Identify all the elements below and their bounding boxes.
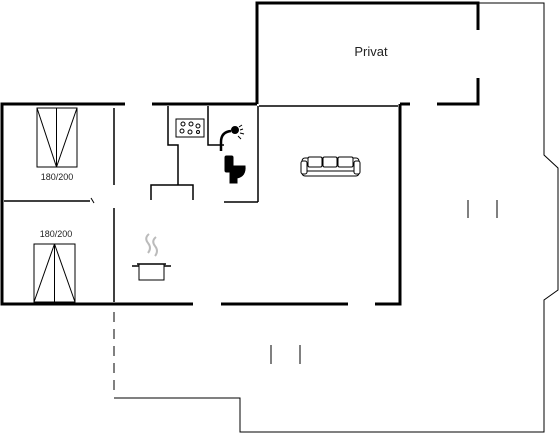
door-threshold-mark — [90, 197, 95, 204]
stove-icon — [175, 118, 205, 138]
shower-icon — [219, 124, 245, 151]
exterior-walls — [0, 102, 410, 306]
bed-top-label: 180/200 — [41, 172, 74, 182]
cooking-pot-icon — [132, 233, 171, 281]
bed-bottom-label: 180/200 — [40, 229, 73, 239]
private-area-label: Privat — [354, 44, 388, 59]
bed-top-icon — [36, 107, 78, 168]
interior-walls — [4, 105, 398, 302]
sofa-icon — [300, 156, 361, 177]
terrace-outline — [113, 2, 559, 433]
toilet-icon — [224, 155, 246, 184]
private-annex-walls — [255, 1, 480, 106]
bed-bottom-icon — [33, 243, 76, 303]
